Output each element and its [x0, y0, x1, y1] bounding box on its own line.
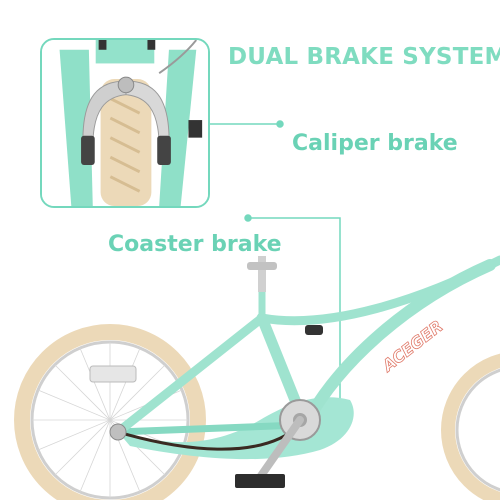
- caliper-brake-label: Caliper brake: [292, 131, 458, 156]
- bicycle-photo: ACEGER: [14, 255, 500, 500]
- crankset: [235, 399, 321, 488]
- callout-lines: [210, 120, 341, 420]
- coaster-brake-label: Coaster brake: [108, 232, 282, 257]
- caliper-brake-photo: [42, 40, 208, 206]
- rear-wheel: [14, 324, 206, 500]
- caliper-brake-inset: [40, 38, 210, 208]
- headline: DUAL BRAKE SYSTEM: [228, 44, 500, 70]
- front-wheel: [441, 353, 500, 500]
